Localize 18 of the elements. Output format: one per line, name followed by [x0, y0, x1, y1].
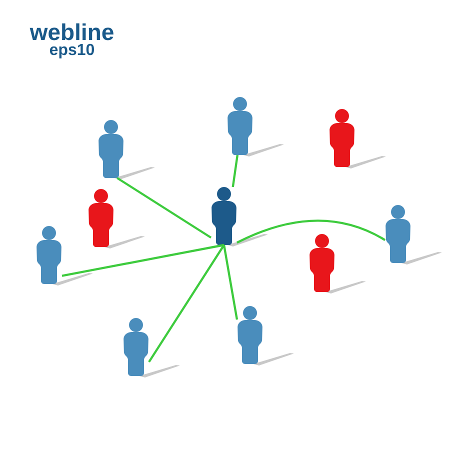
person-figure: [238, 306, 294, 366]
connector-line: [232, 154, 239, 188]
person-figure: [98, 120, 155, 180]
connector-line: [148, 244, 225, 363]
connector-line: [236, 220, 386, 244]
connector-line: [62, 244, 224, 277]
person-figure: [330, 109, 386, 168]
person-figure: [88, 189, 145, 248]
person-figure: [228, 97, 284, 156]
person-figure: [36, 226, 93, 286]
person-figure: [386, 205, 442, 264]
person-figure: [310, 234, 366, 294]
person-figure: [212, 187, 268, 246]
person-figure: [124, 318, 180, 378]
subtitle: eps10: [50, 44, 94, 58]
connector-line: [222, 244, 238, 320]
title: webline: [30, 23, 114, 40]
connector-line: [116, 177, 212, 239]
